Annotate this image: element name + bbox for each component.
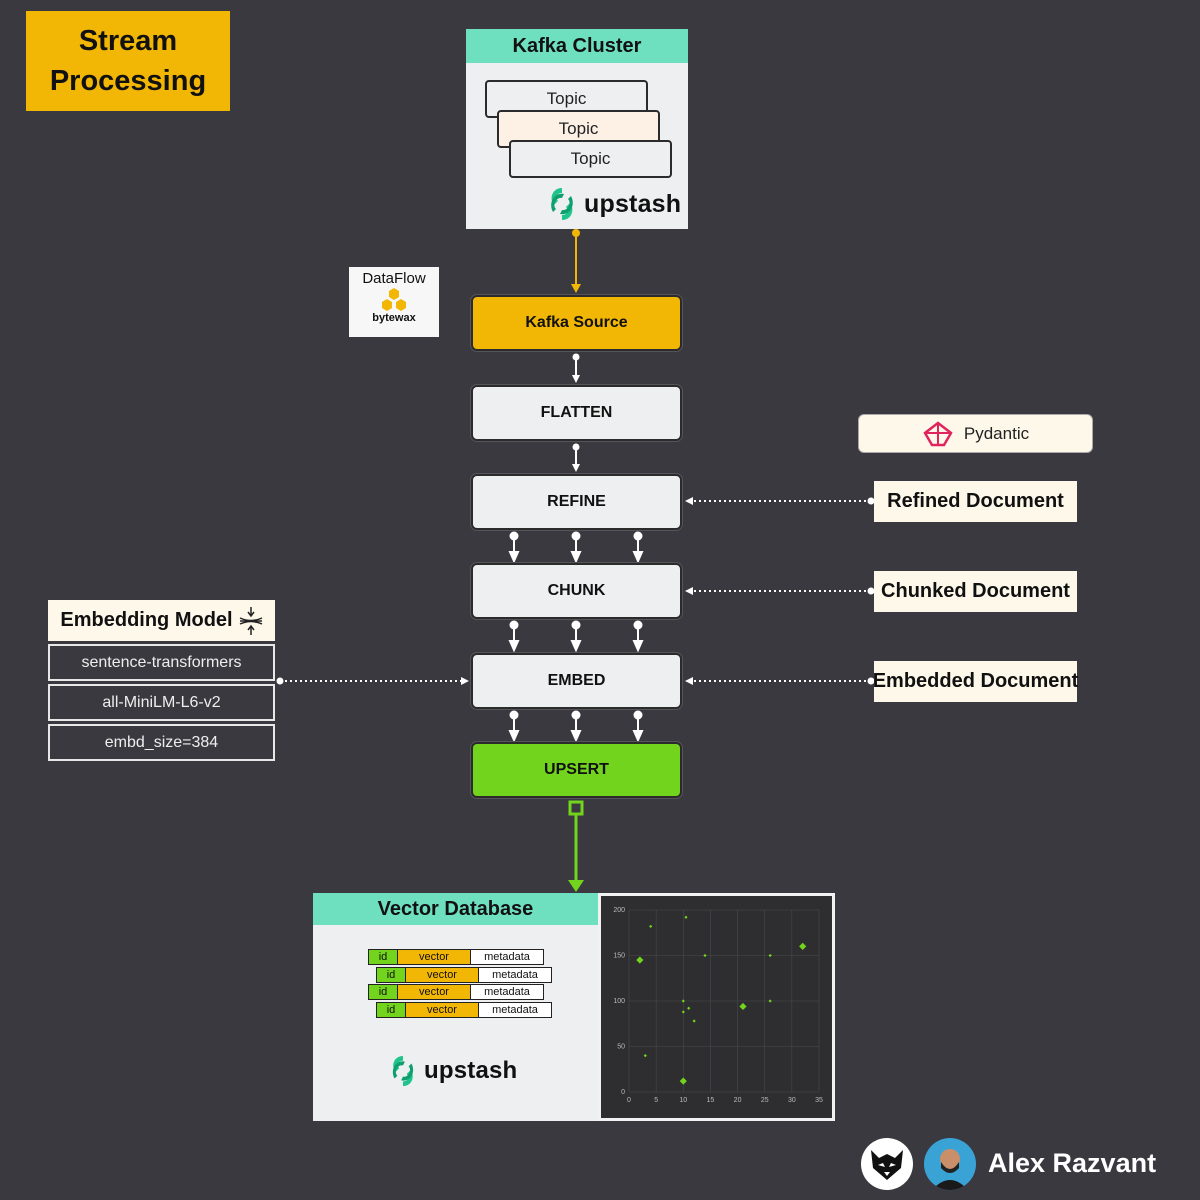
scatter-svg: 0 5 10 15 20 25 30 35 0 50 100 150 200 (601, 896, 832, 1118)
vector-cell: vector (398, 984, 471, 1000)
arrow-upsert-to-vectordb (568, 800, 584, 892)
id-cell: id (376, 1002, 406, 1018)
kafka-source-node: Kafka Source (471, 295, 682, 351)
dotted-refined-to-refine (685, 497, 875, 505)
wolf-icon (871, 1150, 903, 1180)
x-tick-label: 25 (761, 1097, 769, 1104)
metadata-cell: metadata (479, 967, 552, 983)
y-tick-label: 200 (613, 907, 625, 914)
vector-record-row: id vector metadata (376, 1002, 552, 1018)
kafka-cluster-panel: Kafka Cluster Topic Topic Topic upstash (466, 29, 688, 229)
pydantic-badge: Pydantic (858, 414, 1093, 453)
upstash-icon (392, 1056, 414, 1086)
data-point (703, 953, 707, 958)
upstash-icon (551, 188, 573, 220)
x-tick-label: 35 (815, 1097, 823, 1104)
wolf-logo-avatar (861, 1138, 913, 1190)
arrows-chunk-to-embed (508, 620, 644, 653)
dotted-chunked-to-chunk (685, 587, 875, 595)
refine-node: REFINE (471, 474, 682, 530)
arrow-flatten-to-refine (572, 443, 580, 472)
embedding-model-header: Embedding Model (48, 600, 275, 641)
plot-grid (628, 909, 820, 1093)
kafka-cluster-header: Kafka Cluster (466, 29, 688, 63)
data-point (643, 1054, 647, 1058)
compress-icon (239, 606, 262, 635)
vector-database-header: Vector Database (313, 893, 598, 925)
vector-cell: vector (398, 949, 471, 965)
vector-record-row: id vector metadata (368, 949, 544, 965)
arrow-source-to-flatten (572, 353, 580, 383)
title-line-1: Stream (78, 25, 178, 57)
upsert-node: UPSERT (471, 742, 682, 798)
plot-ticks: 0 5 10 15 20 25 30 35 0 50 100 150 200 (613, 907, 823, 1104)
refined-document-label: Refined Document (874, 481, 1077, 522)
bytewax-honeycomb-icon (382, 288, 406, 311)
embedding-model-row: sentence-transformers (48, 644, 275, 681)
dotted-embedded-to-embed (685, 677, 875, 685)
id-cell: id (376, 967, 406, 983)
y-tick-label: 50 (617, 1044, 625, 1051)
author-name: Alex Razvant (988, 1147, 1157, 1178)
arrows-embed-to-upsert (508, 710, 644, 743)
vector-scatter-plot: 0 5 10 15 20 25 30 35 0 50 100 150 200 (598, 893, 835, 1121)
chunk-node: CHUNK (471, 563, 682, 619)
metadata-cell: metadata (471, 949, 544, 965)
x-tick-label: 15 (707, 1097, 715, 1104)
author-avatar (924, 1138, 976, 1190)
upstash-wordmark: upstash (584, 189, 682, 218)
embedding-model-title: Embedding Model (60, 609, 233, 631)
id-cell: id (368, 949, 398, 965)
vector-record-row: id vector metadata (368, 984, 544, 1000)
x-tick-label: 20 (734, 1097, 742, 1104)
metadata-cell: metadata (471, 984, 544, 1000)
upstash-wordmark: upstash (424, 1057, 518, 1084)
dotted-model-to-embed (276, 677, 469, 685)
y-tick-label: 100 (613, 998, 625, 1005)
upstash-logo: upstash (388, 1053, 517, 1089)
data-point (679, 1077, 687, 1085)
bytewax-wordmark: bytewax (372, 312, 416, 324)
embedding-model-row: embd_size=384 (48, 724, 275, 761)
upstash-logo: upstash (546, 185, 681, 223)
x-tick-label: 0 (627, 1097, 631, 1104)
x-tick-label: 30 (788, 1097, 796, 1104)
vector-cell: vector (406, 1002, 479, 1018)
embedded-document-label: Embedded Document (873, 661, 1078, 702)
arrows-refine-to-chunk (508, 531, 644, 564)
flatten-node: FLATTEN (471, 385, 682, 441)
dataflow-badge: DataFlow bytewax (349, 267, 439, 337)
chunked-document-label: Chunked Document (874, 571, 1077, 612)
person-icon (932, 1149, 968, 1190)
arrow-cluster-to-source (571, 229, 581, 293)
id-cell: id (368, 984, 398, 1000)
vector-record-row: id vector metadata (376, 967, 552, 983)
vector-database-panel: Vector Database id vector metadata id ve… (313, 893, 598, 1121)
dataflow-label: DataFlow (362, 270, 426, 287)
x-tick-label: 10 (679, 1097, 687, 1104)
y-tick-label: 0 (621, 1089, 625, 1096)
pydantic-label: Pydantic (963, 423, 1030, 443)
x-tick-label: 5 (654, 1097, 658, 1104)
pydantic-icon (923, 420, 953, 446)
title-badge: Stream Processing (26, 11, 230, 111)
data-point (649, 924, 653, 928)
title-line-2: Processing (49, 65, 207, 97)
embedding-model-row: all-MiniLM-L6-v2 (48, 684, 275, 721)
data-point (681, 999, 685, 1003)
topic-box: Topic (509, 140, 672, 178)
metadata-cell: metadata (479, 1002, 552, 1018)
embed-node: EMBED (471, 653, 682, 709)
y-tick-label: 150 (613, 953, 625, 960)
vector-cell: vector (406, 967, 479, 983)
